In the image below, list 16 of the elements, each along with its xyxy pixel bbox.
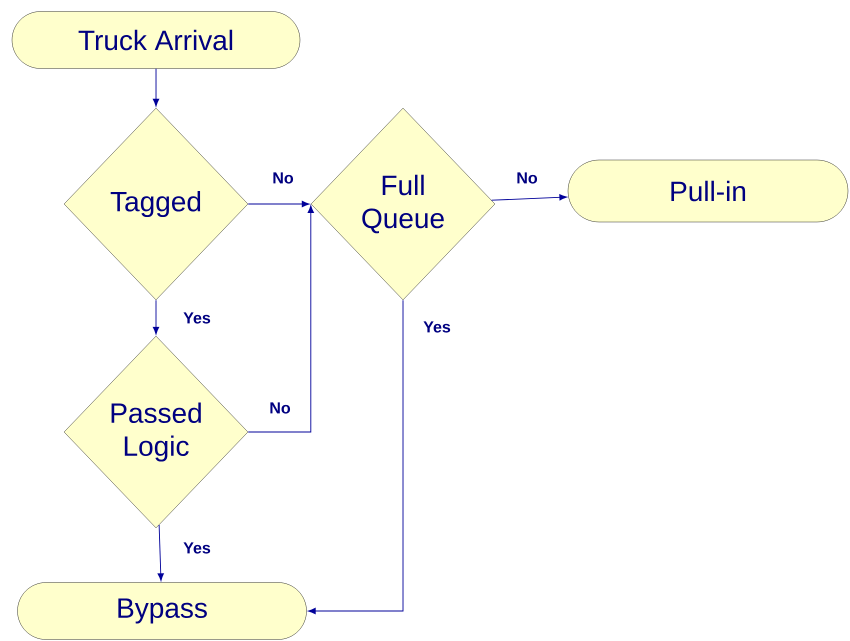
edge-label: Yes [422, 320, 452, 334]
arrow [308, 300, 404, 614]
arrow [491, 194, 568, 201]
terminal-box: Truck Arrival [12, 11, 300, 69]
edge-label: No [515, 171, 539, 185]
edge-label: Yes [182, 541, 212, 555]
arrow [158, 524, 164, 581]
edge-label: Yes [182, 311, 212, 325]
terminal-box: Bypass [17, 582, 307, 640]
terminal-box: Pull-in [568, 160, 848, 222]
arrow [152, 68, 160, 106]
arrow [248, 205, 314, 432]
edge-label: No [271, 171, 295, 185]
arrow [248, 200, 310, 208]
arrow [152, 300, 160, 334]
edge-label: No [268, 401, 292, 415]
